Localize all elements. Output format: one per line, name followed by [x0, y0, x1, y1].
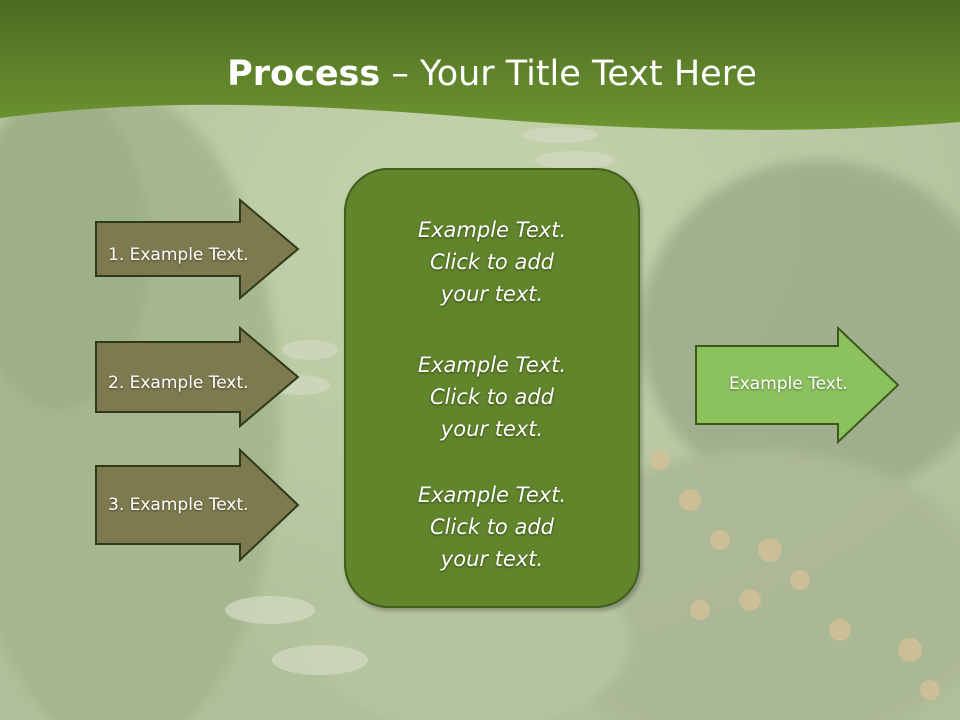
right-arrow-label: Example Text. — [729, 374, 848, 394]
left-arrow-1-label: 1. Example Text. — [108, 245, 249, 265]
paragraph-line: your text. — [440, 417, 544, 441]
center-paragraph-1: Example Text. Click to add your text. — [346, 214, 638, 310]
left-arrow-1[interactable] — [94, 198, 300, 300]
paragraph-line: your text. — [440, 547, 544, 571]
title-bold: Process — [227, 54, 381, 94]
paragraph-line: Click to add — [429, 515, 554, 539]
center-paragraph-3: Example Text. Click to add your text. — [346, 479, 638, 575]
paragraph-line: Click to add — [429, 385, 554, 409]
paragraph-line: Example Text. — [417, 353, 567, 377]
slide-title[interactable]: Process – Your Title Text Here — [0, 52, 960, 96]
left-arrow-3-label: 3. Example Text. — [108, 495, 249, 515]
title-rest: – Your Title Text Here — [380, 54, 757, 94]
paragraph-line: Click to add — [429, 250, 554, 274]
header-band — [0, 0, 960, 130]
paragraph-line: your text. — [440, 282, 544, 306]
center-paragraph-2: Example Text. Click to add your text. — [346, 349, 638, 445]
right-arrow[interactable] — [694, 326, 900, 444]
paragraph-line: Example Text. — [417, 483, 567, 507]
center-text-box[interactable]: Example Text. Click to add your text. Ex… — [344, 168, 640, 608]
left-arrow-3[interactable] — [94, 448, 300, 562]
paragraph-line: Example Text. — [417, 218, 567, 242]
left-arrow-2[interactable] — [94, 326, 300, 428]
left-arrow-2-label: 2. Example Text. — [108, 373, 249, 393]
